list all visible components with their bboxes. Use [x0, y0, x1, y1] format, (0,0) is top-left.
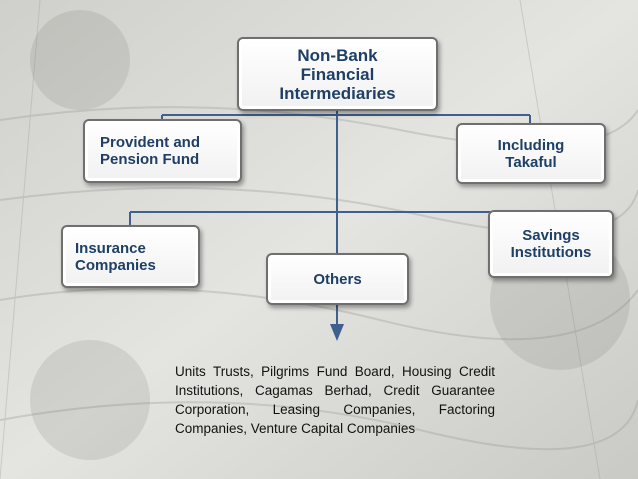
node-insurance-companies: Insurance Companies: [61, 225, 200, 288]
takaful-label-line: Including: [497, 136, 565, 154]
provident-label-line: Pension Fund: [100, 151, 200, 168]
others-label-line: Others: [313, 270, 362, 288]
root-label-line: Non-Bank: [297, 45, 378, 65]
root-label-line: Financial: [300, 64, 375, 84]
savings-label-line: Institutions: [510, 244, 592, 261]
arrow-down-icon: [330, 324, 344, 341]
root-label-line: Intermediaries: [279, 83, 396, 103]
node-savings-institutions: Savings Institutions: [488, 210, 614, 278]
insurance-label-line: Companies: [75, 256, 156, 274]
root-node-non-bank-financial-intermediaries: Non-Bank Financial Intermediaries: [237, 37, 438, 111]
insurance-label-line: Insurance: [75, 239, 146, 257]
takaful-label-line: Takaful: [505, 153, 557, 171]
node-provident-and-pension-fund: Provident and Pension Fund: [83, 119, 242, 183]
provident-label-line: Provident and: [100, 134, 201, 151]
savings-label-line: Savings: [522, 227, 580, 244]
others-detail-text: Units Trusts, Pilgrims Fund Board, Housi…: [175, 364, 495, 436]
node-others: Others: [266, 253, 409, 305]
node-including-takaful: Including Takaful: [456, 123, 606, 184]
